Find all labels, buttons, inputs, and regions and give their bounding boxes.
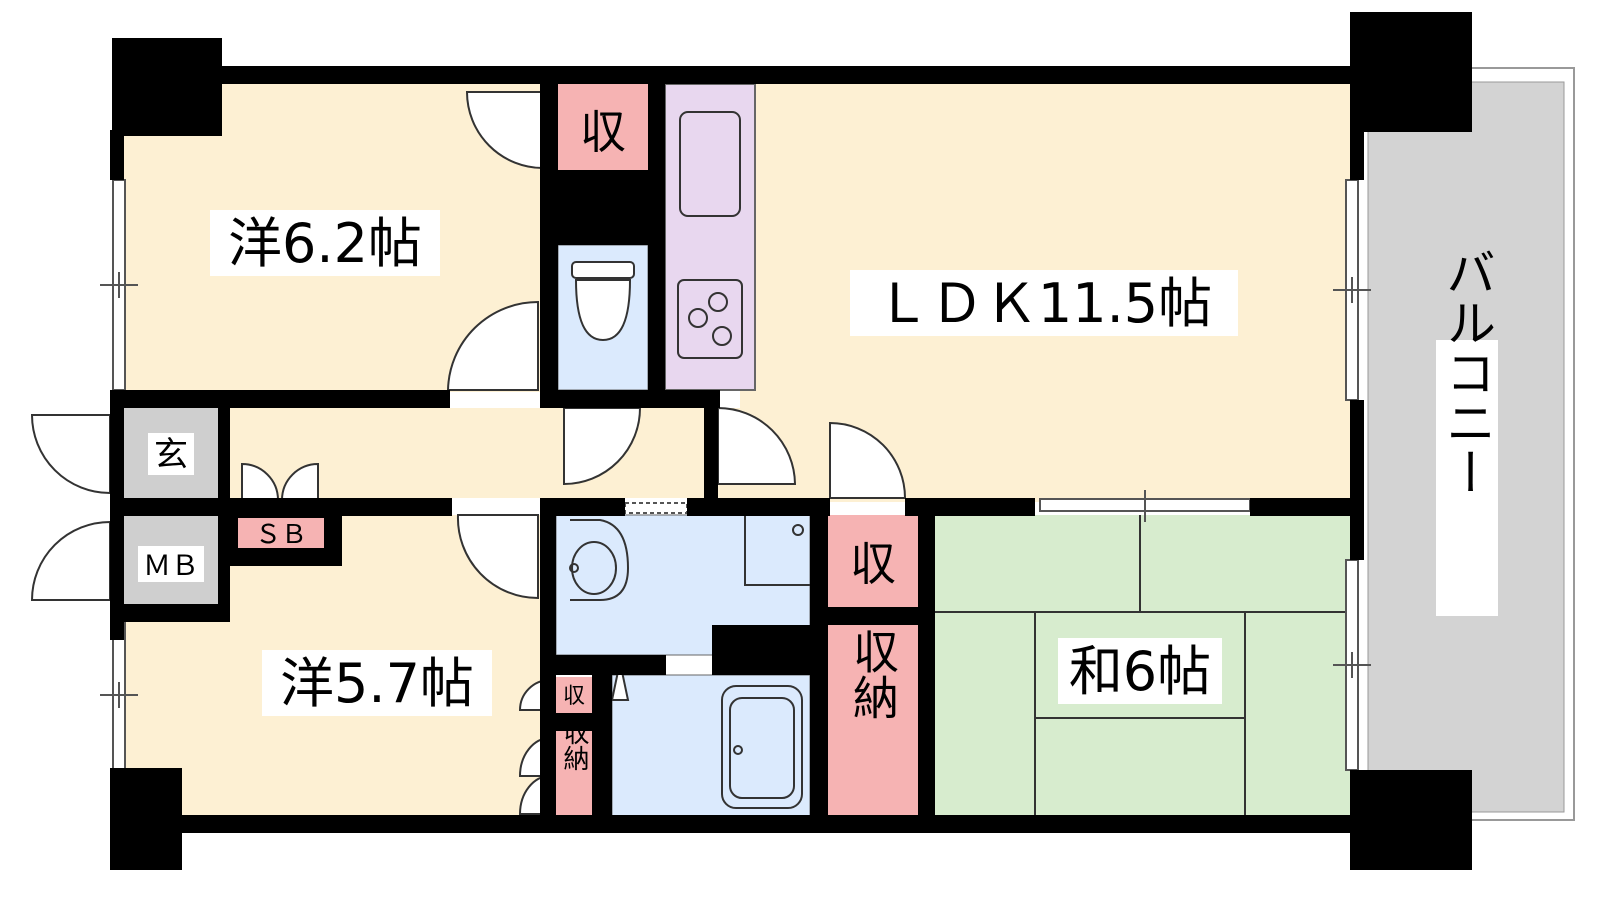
wall-bath-east	[810, 498, 828, 820]
wall-ldk-bottom	[905, 498, 1035, 516]
label-bg-western-1	[210, 210, 440, 276]
closet-4-fill	[556, 731, 592, 815]
room-label-western-1: 洋6.2帖	[228, 212, 422, 275]
label-bg-western-2	[262, 650, 492, 716]
wall-hall-bottom-3	[687, 498, 830, 516]
kitchen-fixtures	[677, 111, 743, 359]
walls	[110, 12, 1472, 870]
wall-left-upper	[110, 130, 124, 180]
wall-west1-bottom	[110, 390, 450, 408]
room-label-western-2: 洋5.7帖	[280, 652, 474, 715]
tatami-lines	[935, 515, 1350, 815]
label-bg-ldk	[850, 270, 1238, 336]
wall-mb-bottom	[110, 604, 230, 622]
door-ldk-closet	[829, 421, 907, 499]
wall-bath-west	[592, 655, 612, 820]
label-bg-japanese	[1058, 638, 1222, 704]
label-bg-entrance	[148, 433, 194, 475]
storage-label-closet-4: 収納	[559, 719, 589, 771]
room-label-meter-box: ＭＢ	[143, 549, 199, 582]
sink-icon	[679, 111, 741, 217]
door-toilet	[563, 407, 642, 486]
door-shoe-box-right	[280, 462, 319, 501]
door-western-2	[456, 514, 539, 600]
door-western-1-closet	[465, 91, 544, 170]
wall-right-2	[1350, 400, 1364, 560]
door-meter-box	[30, 520, 111, 601]
wall-ldk-bottom-2	[1250, 498, 1350, 516]
washbasin-icon	[569, 515, 810, 601]
toilet-icon	[571, 261, 635, 342]
wall-top	[112, 66, 1352, 84]
wall-hall-ldk	[640, 390, 720, 408]
wall-left-lower	[110, 770, 124, 820]
label-bg-balcony	[1436, 340, 1498, 616]
wall-small-closet-mid	[556, 713, 592, 731]
bathroom-floor	[611, 674, 811, 821]
door-shoe-box-left	[241, 462, 280, 501]
storage-label-closet-2: 収	[850, 537, 896, 591]
wall-west2-east	[540, 498, 556, 820]
door-front	[30, 414, 111, 495]
room-label-shoe-box: ＳＢ	[255, 520, 307, 550]
wall-closet-east	[918, 498, 935, 820]
wall-hall-ldk-post	[704, 408, 718, 498]
door-hall-ldk	[717, 406, 797, 485]
closet-1-inner	[558, 84, 648, 170]
windows	[100, 179, 1371, 771]
wall-right-1	[1350, 130, 1364, 180]
column-top-left	[112, 38, 222, 136]
wall-hall-bottom-2	[540, 498, 625, 516]
storage-label-closet-3: 収納	[846, 628, 900, 720]
shoe-box-inner	[238, 518, 324, 548]
storage-label-closet-1: 収	[580, 105, 626, 159]
label-bg-meter-box	[138, 546, 204, 582]
door-western-1	[446, 300, 539, 391]
closet-3-inner	[828, 625, 918, 815]
wall-closet2-bottom	[810, 607, 935, 625]
room-label-ldk: ＬＤＫ11.5帖	[876, 272, 1212, 335]
room-label-balcony: バルコニー	[1438, 247, 1496, 497]
wall-closet1-bottom	[540, 170, 650, 245]
closet-2-inner	[828, 516, 918, 607]
column-top-right	[1350, 12, 1472, 132]
door-bath	[610, 661, 630, 701]
closet-small-fill	[556, 677, 592, 713]
stove-icon	[677, 279, 743, 359]
wall-right-3	[1350, 770, 1364, 820]
room-label-japanese: 和6帖	[1069, 640, 1211, 703]
wall-bottom	[110, 815, 1472, 833]
bathtub-icon	[721, 685, 803, 809]
storage-label-closet-small: 収	[563, 684, 585, 709]
wall-toilet-east	[648, 84, 665, 390]
wall-entrance-east	[218, 408, 230, 604]
wall-hall-toilet	[540, 390, 650, 408]
room-label-entrance: 玄	[154, 435, 188, 475]
wall-washroom-block	[712, 625, 810, 675]
